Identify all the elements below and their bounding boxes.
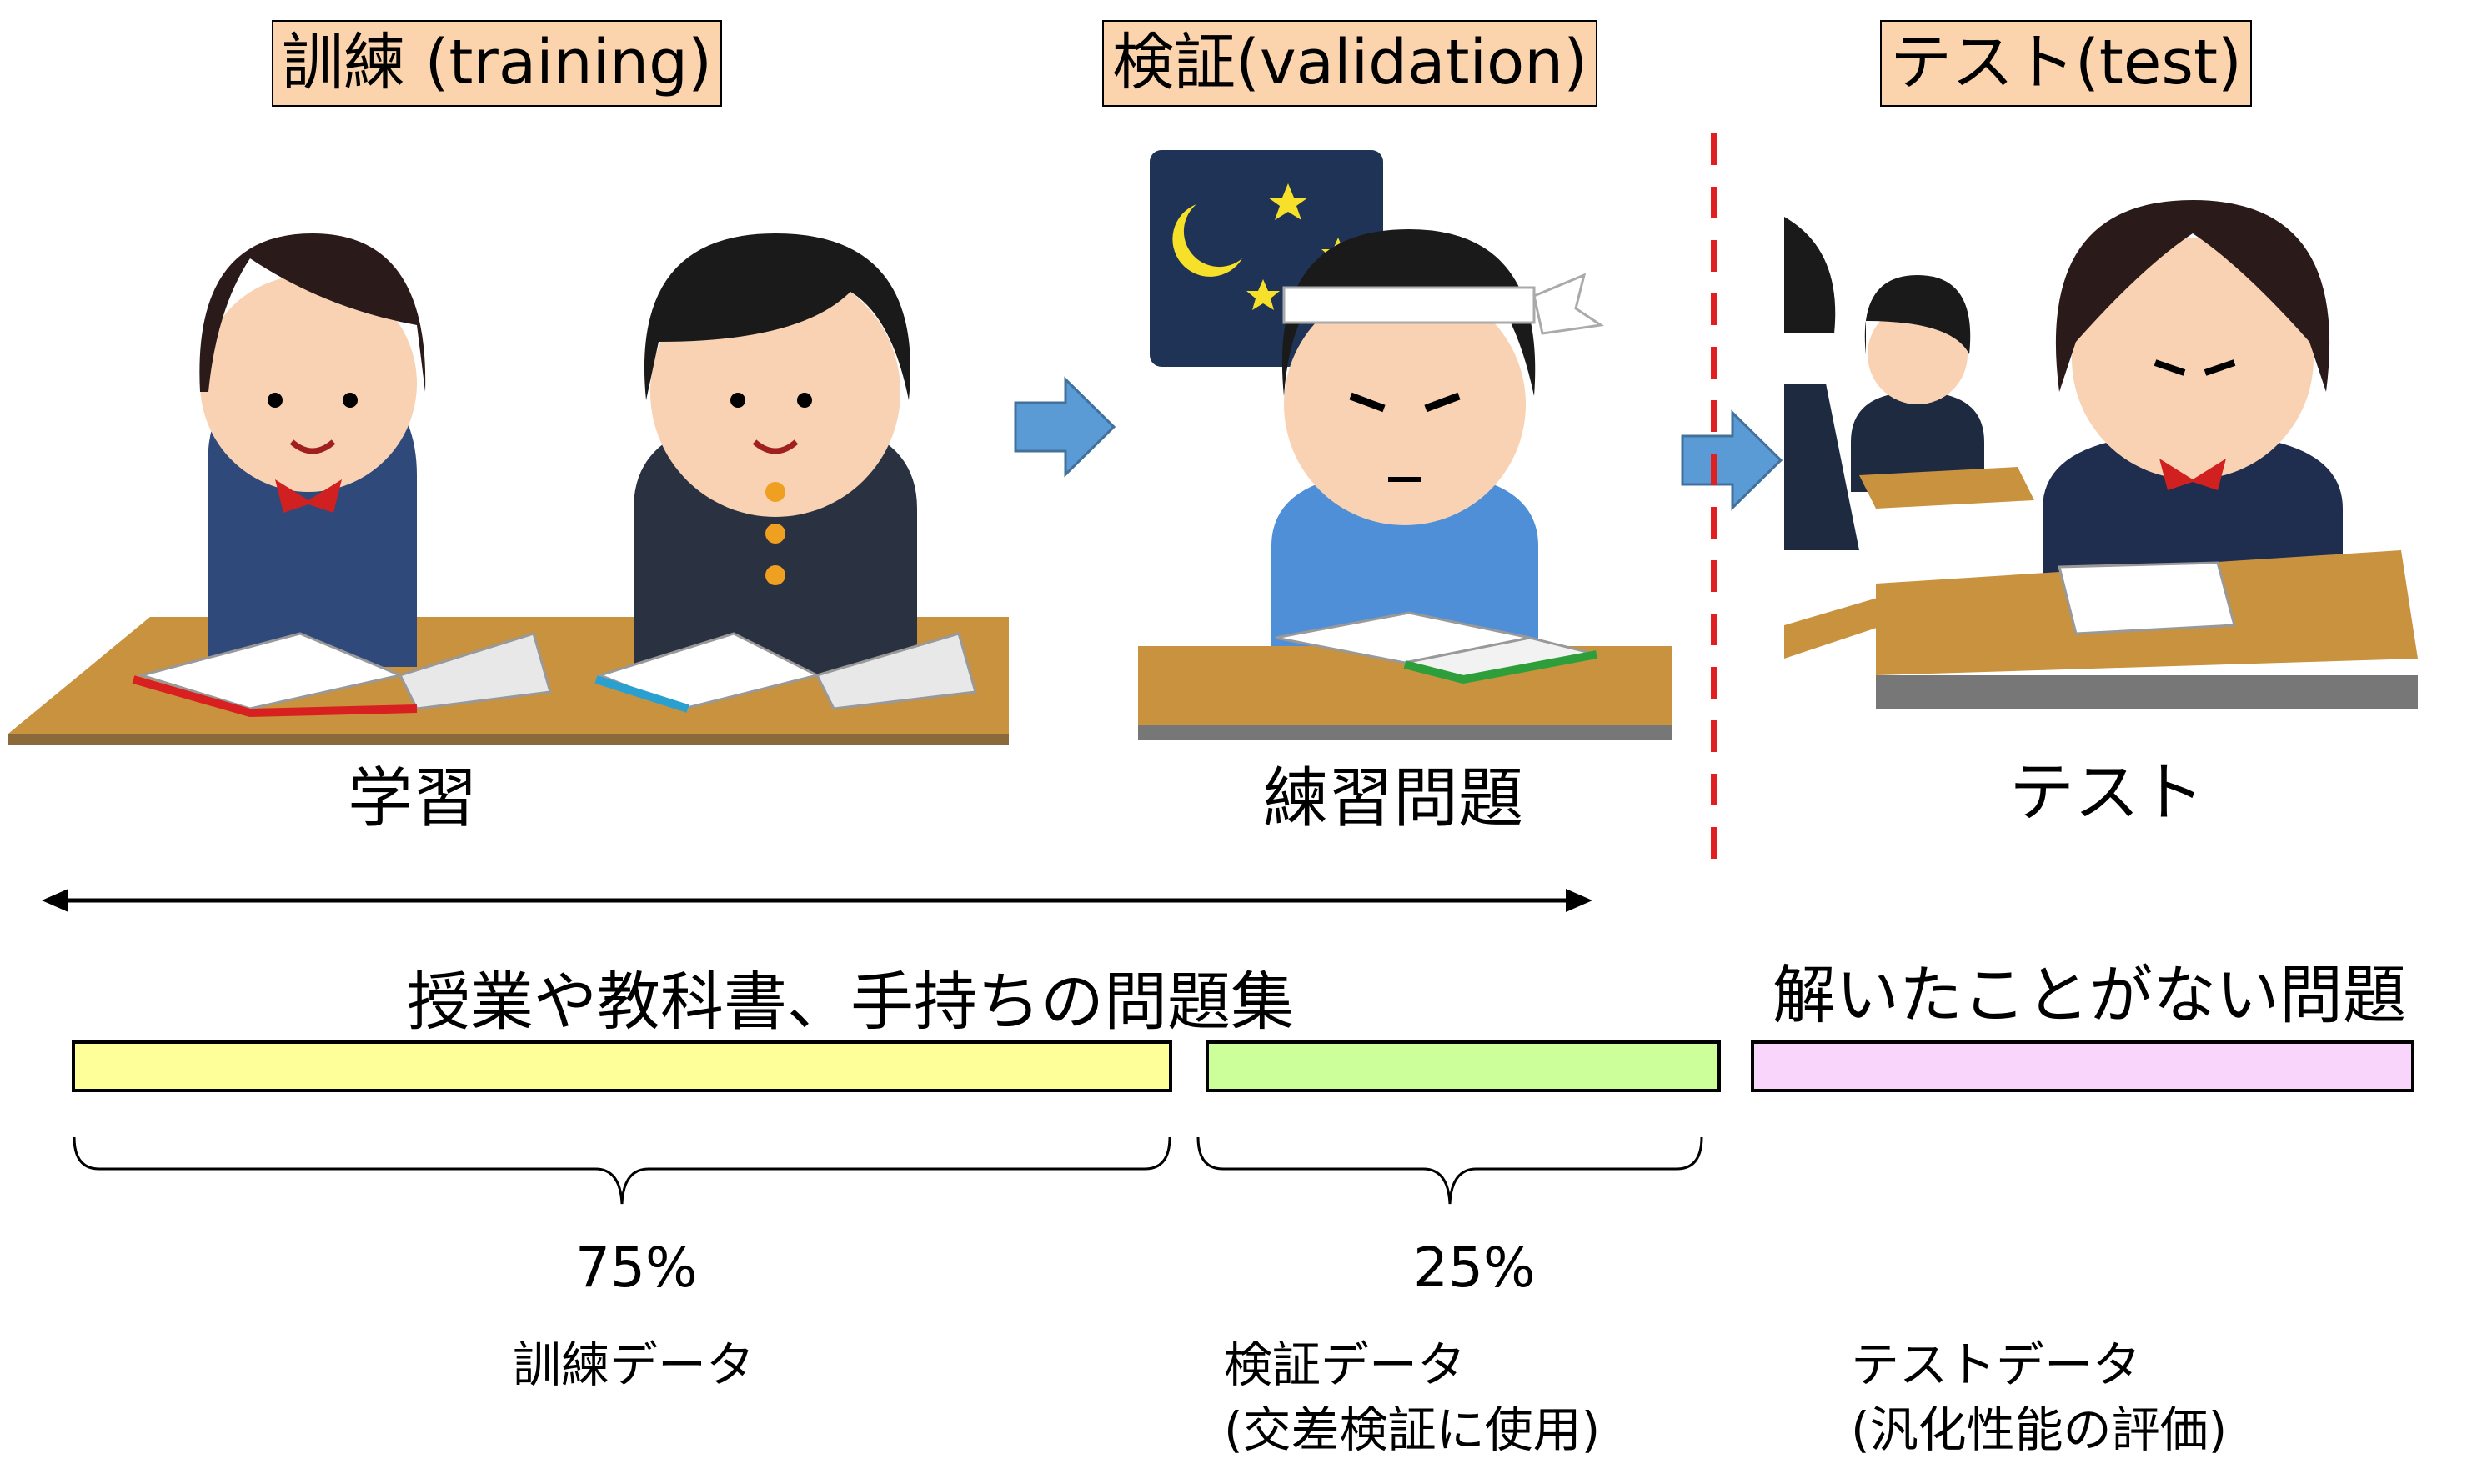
label-test-note: (汎化性能の評価) [1851, 1401, 2228, 1459]
bar-validation [1206, 1040, 1721, 1092]
label-validation-data: 検証データ (交差検証に使用) [1224, 1332, 1600, 1463]
validation-illustration [1138, 150, 1672, 740]
label-test-text: テストデータ [1851, 1336, 2142, 1393]
test-divider-line [1711, 133, 1717, 867]
unseen-label: 解いたことがない問題 [1772, 958, 2406, 1032]
stage-title-test: テスト(test) [1880, 20, 2252, 107]
right-arrow-icon [1014, 376, 1116, 478]
bar-test [1751, 1040, 2414, 1092]
bar-training [72, 1040, 1172, 1092]
percent-validation: 25% [1413, 1236, 1536, 1300]
stage-title-validation: 検証(validation) [1102, 20, 1598, 107]
percent-training: 75% [575, 1236, 698, 1300]
caption-validation: 練習問題 [1263, 761, 1524, 836]
range-label: 授業や教科書、手持ちの問題集 [407, 965, 1294, 1039]
double-arrow-icon [42, 889, 1592, 912]
test-illustration [1784, 200, 2418, 709]
training-illustration [8, 233, 1009, 745]
label-test-data: テストデータ (汎化性能の評価) [1851, 1332, 2227, 1463]
stage-title-training: 訓練 (training) [272, 20, 722, 107]
label-training-text: 訓練データ [513, 1336, 755, 1393]
label-validation-note: (交差検証に使用) [1224, 1401, 1601, 1459]
caption-test: テスト [2009, 755, 2205, 830]
label-training-data: 訓練データ [513, 1332, 755, 1397]
caption-training: 学習 [348, 761, 479, 836]
brace-training [73, 1136, 1171, 1205]
brace-validation [1196, 1136, 1703, 1205]
right-arrow-icon [1681, 409, 1783, 511]
label-validation-text: 検証データ [1224, 1336, 1467, 1393]
